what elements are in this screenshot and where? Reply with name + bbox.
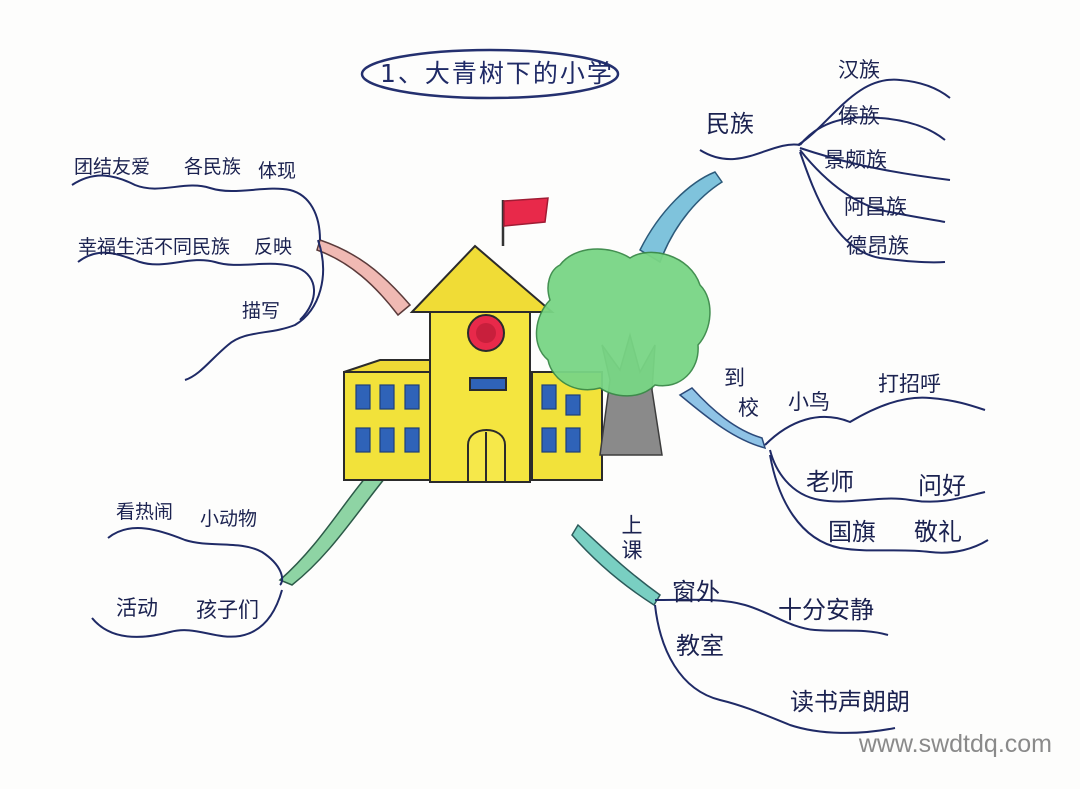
- arrival-hello: 问好: [918, 472, 966, 500]
- nationalities-curves: [699, 78, 951, 264]
- class-label: 上课: [619, 514, 643, 564]
- values-happy-life: 幸福生活不同民族: [78, 236, 231, 258]
- arrival-teacher: 老师: [806, 468, 854, 496]
- flag: [503, 197, 549, 227]
- branch-ribbon-nationalities: [639, 171, 724, 264]
- arrival-label-xiao: 校: [738, 396, 759, 420]
- title-oval: [360, 48, 620, 100]
- activities-animals: 小动物: [200, 508, 258, 530]
- branch-ribbon-activities: [278, 469, 387, 586]
- arrival-greet: 打招呼: [878, 372, 941, 396]
- branch-ribbon-values: [316, 239, 412, 317]
- class-curves: [654, 598, 896, 734]
- class-outside-window: 窗外: [672, 578, 720, 606]
- page-title: 1、大青树下的小学: [380, 59, 614, 88]
- tree: [535, 248, 711, 456]
- activities-watch: 看热闹: [116, 501, 174, 523]
- nationalities-label: 民族: [706, 110, 754, 138]
- nationality-han: 汉族: [838, 58, 880, 82]
- arrival-label-dao: 到: [724, 366, 745, 390]
- watermark: www.swdtdq.com: [858, 730, 1052, 758]
- values-unity: 团结友爱: [74, 156, 151, 178]
- values-embody: 体现: [258, 160, 297, 182]
- school-building: [343, 244, 603, 483]
- nationality-achang: 阿昌族: [844, 195, 907, 219]
- nationality-jingpo: 景颇族: [824, 148, 887, 172]
- activities-curves: [91, 527, 284, 638]
- class-classroom: 教室: [676, 632, 724, 660]
- arrival-flag: 国旗: [828, 518, 876, 546]
- school-windows: [355, 384, 581, 453]
- values-curves: [71, 174, 325, 381]
- arrival-curves: [764, 396, 989, 554]
- activities-children: 孩子们: [196, 598, 259, 622]
- nationality-deang: 德昂族: [846, 234, 909, 258]
- nationality-dai: 傣族: [838, 104, 880, 128]
- arrival-salute: 敬礼: [914, 518, 962, 546]
- arrival-bird: 小鸟: [788, 390, 830, 414]
- class-reading-aloud: 读书声朗朗: [790, 688, 910, 716]
- class-quiet: 十分安静: [778, 596, 874, 624]
- branch-ribbon-class: [571, 523, 661, 607]
- values-reflect: 反映: [254, 236, 293, 258]
- activities-label: 活动: [116, 596, 158, 620]
- values-all-nationalities: 各民族: [184, 156, 242, 178]
- branch-ribbon-arrival: [678, 387, 767, 450]
- values-describe: 描写: [242, 300, 281, 322]
